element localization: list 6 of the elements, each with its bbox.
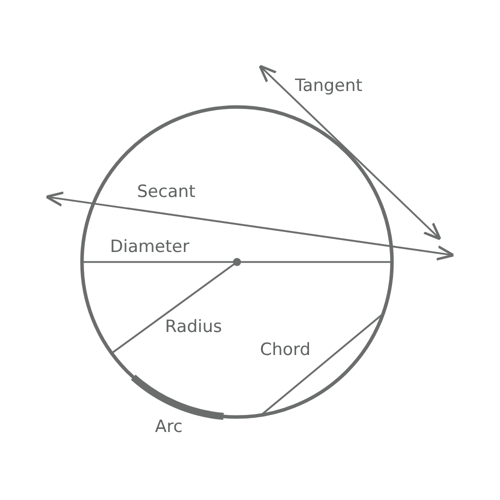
- diameter-label: Diameter: [110, 239, 190, 256]
- arc-label: Arc: [155, 419, 183, 436]
- secant-label: Secant: [137, 184, 196, 201]
- radius-label: Radius: [165, 319, 222, 336]
- tangent-label: Tangent: [295, 78, 362, 95]
- chord-label: Chord: [260, 342, 311, 359]
